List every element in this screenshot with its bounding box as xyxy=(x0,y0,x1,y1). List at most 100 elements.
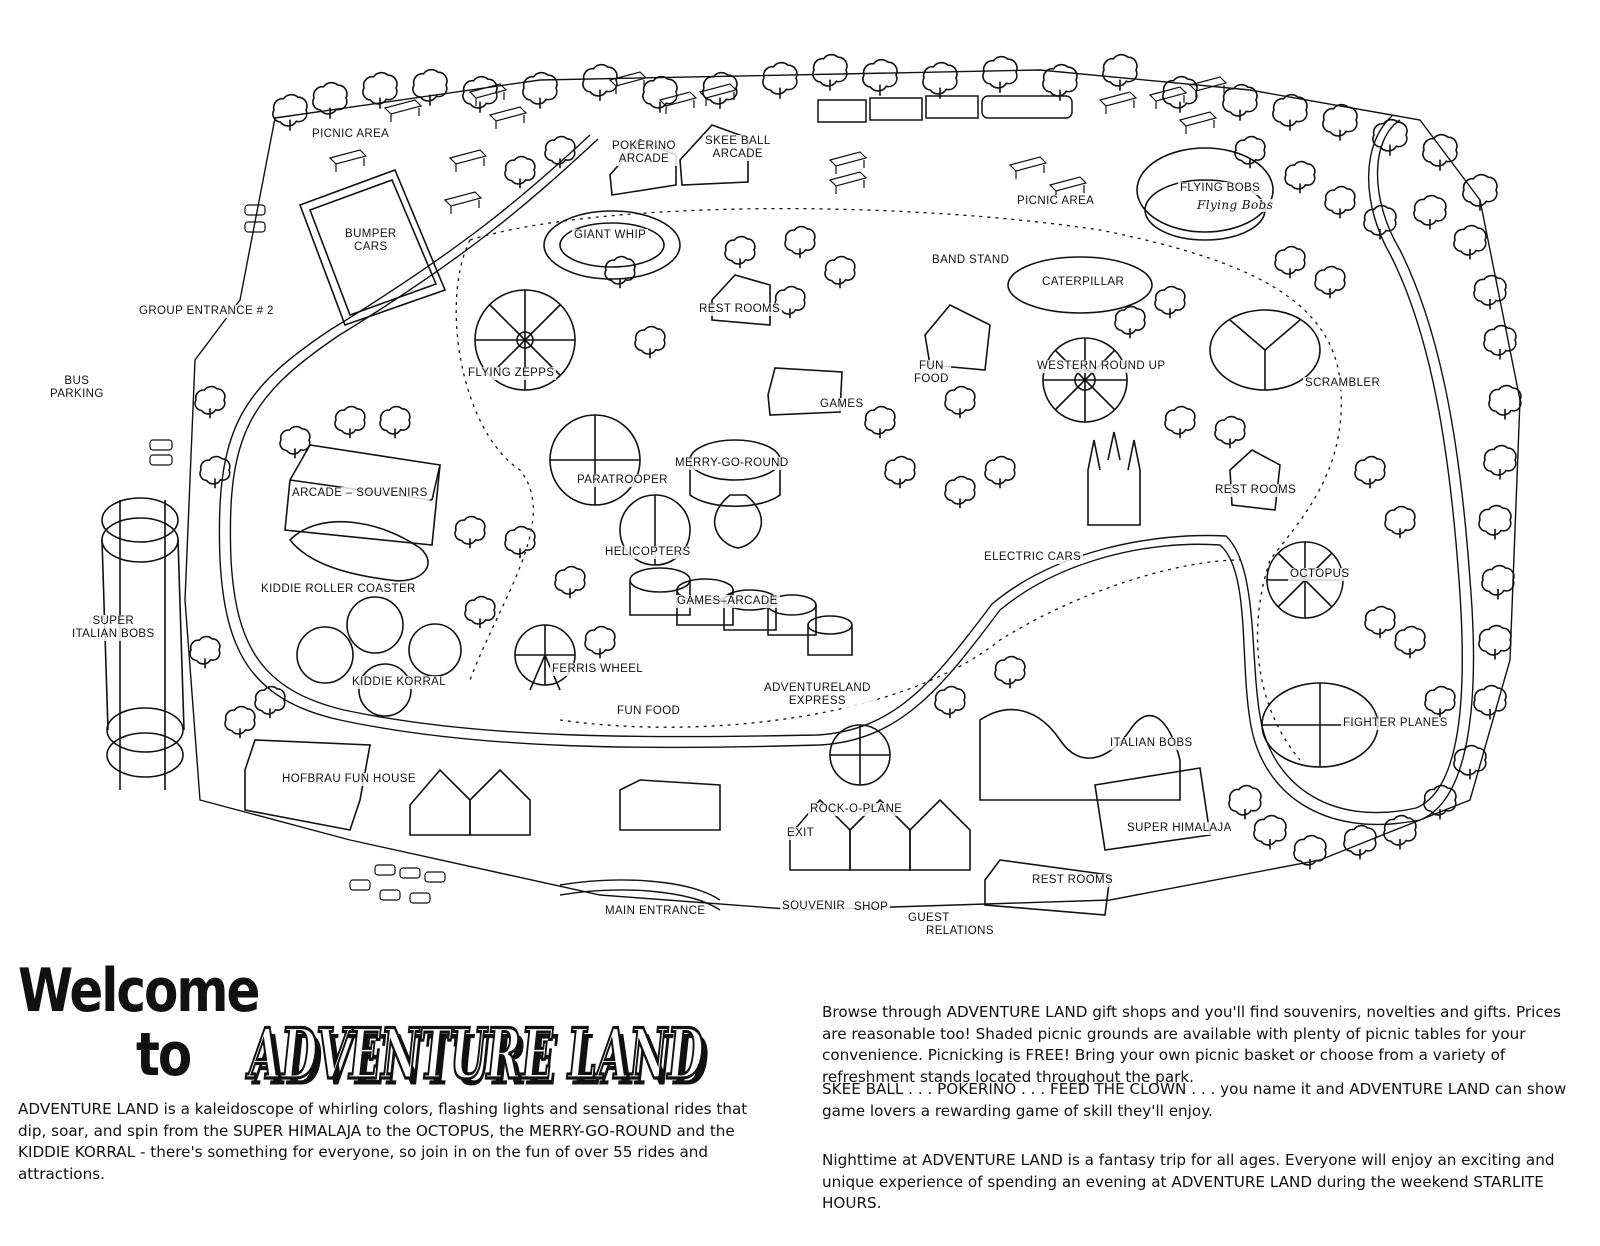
tree-icon xyxy=(812,53,848,91)
label-octopus: OCTOPUS xyxy=(1288,568,1352,581)
tree-icon xyxy=(1462,173,1498,211)
label-picnic-area-east: PICNIC AREA xyxy=(1015,195,1097,208)
tree-icon xyxy=(1322,103,1358,141)
flying-zepps-ride xyxy=(474,289,576,391)
tree-icon xyxy=(1354,455,1386,489)
tree-icon xyxy=(1453,744,1487,780)
tree-icon xyxy=(1214,415,1246,449)
intro-paragraph: ADVENTURE LAND is a kaleidoscope of whir… xyxy=(18,1100,748,1183)
tree-icon xyxy=(1488,384,1522,420)
label-games: GAMES xyxy=(818,398,866,411)
picnic-table-icon xyxy=(608,71,648,94)
tree-icon xyxy=(279,425,311,459)
rest-rooms-north-building xyxy=(711,274,771,326)
tree-icon xyxy=(634,325,666,359)
tree-icon xyxy=(1364,605,1396,639)
tree-icon xyxy=(504,525,536,559)
tree-icon xyxy=(1478,504,1512,540)
tree-icon xyxy=(379,405,411,439)
picnic-table-icon xyxy=(698,83,738,106)
tree-icon xyxy=(642,75,678,113)
label-caterpillar: CATERPILLAR xyxy=(1040,276,1127,289)
label-exit: EXIT xyxy=(785,827,817,840)
label-main-entrance: MAIN ENTRANCE xyxy=(603,905,708,918)
tree-icon xyxy=(1413,194,1447,230)
caterpillar-ride xyxy=(1007,256,1153,314)
games-stand-building xyxy=(767,367,843,416)
tree-icon xyxy=(1042,63,1078,101)
western-round-up-ride xyxy=(1042,337,1128,423)
tree-icon xyxy=(934,685,966,719)
tree-icon xyxy=(1473,274,1507,310)
train-north xyxy=(817,95,1073,123)
tree-icon xyxy=(1272,93,1308,131)
label-fighter-planes: FIGHTER PLANES xyxy=(1341,717,1450,730)
label-band-stand: BAND STAND xyxy=(930,254,1012,267)
tree-icon xyxy=(1102,53,1138,91)
label-electric-cars: ELECTRIC CARS xyxy=(982,551,1084,564)
rock-o-plane-ride xyxy=(829,724,891,786)
label-rock-o-plane: ROCK-O-PLANE xyxy=(808,803,905,816)
picnic-table-icon xyxy=(468,83,508,106)
label-rest-rooms-north: REST ROOMS xyxy=(697,303,783,316)
picnic-table-icon xyxy=(443,191,483,214)
label-arcade-souvenirs: ARCADE – SOUVENIRS xyxy=(290,487,430,500)
tree-icon xyxy=(334,405,366,439)
tree-icon xyxy=(1228,784,1262,820)
hofbrau-fun-house-building xyxy=(244,739,371,831)
merry-go-round-ride xyxy=(689,439,781,508)
tree-icon xyxy=(922,61,958,99)
picnic-table-icon xyxy=(1098,91,1138,114)
tree-icon xyxy=(1343,824,1377,860)
svg-text:ADVENTURE LAND: ADVENTURE LAND xyxy=(249,1020,713,1102)
tree-icon xyxy=(824,255,856,289)
label-flying-zepps: FLYING ZEPPS xyxy=(466,367,557,380)
scattered-trees xyxy=(189,135,1456,739)
label-western-round-up: WESTERN ROUND UP xyxy=(1035,360,1168,373)
italian-bobs-coaster xyxy=(979,708,1181,801)
picnic-table-icon xyxy=(1008,156,1048,179)
tree-icon xyxy=(604,255,636,289)
label-flying-bobs-sign: Flying Bobs xyxy=(1195,198,1276,212)
tree-icon xyxy=(984,455,1016,489)
tree-icon xyxy=(1164,405,1196,439)
park-map xyxy=(101,53,1522,916)
bumper-cars-building xyxy=(298,168,447,327)
tree-icon xyxy=(1481,564,1515,600)
label-games-arcade: GAMES–ARCADE xyxy=(675,595,780,608)
tree-icon xyxy=(464,595,496,629)
label-flying-bobs: FLYING BOBS xyxy=(1178,182,1263,195)
ferris-wheel-ride xyxy=(514,624,576,691)
tree-icon xyxy=(1483,324,1517,360)
label-super-himalaja: SUPER HIMALAJA xyxy=(1125,822,1234,835)
giant-whip-ride xyxy=(543,210,681,280)
games-arcade-domes xyxy=(629,567,853,656)
balloon-ride xyxy=(713,494,763,549)
tree-icon xyxy=(189,635,221,669)
tree-icon xyxy=(272,93,308,131)
tree-icon xyxy=(1253,814,1287,850)
super-himalaja-ride xyxy=(1094,767,1211,851)
tree-icon xyxy=(1473,684,1507,720)
tree-icon xyxy=(944,475,976,509)
picnic-table-icon xyxy=(488,106,528,129)
parking-cars xyxy=(149,204,446,904)
tree-icon xyxy=(504,155,536,189)
tree-icon xyxy=(1314,265,1346,299)
tree-icon xyxy=(1234,135,1266,169)
label-rest-rooms-south: REST ROOMS xyxy=(1030,874,1116,887)
label-kiddie-korral: KIDDIE KORRAL xyxy=(350,676,449,689)
tree-icon xyxy=(1394,625,1426,659)
label-hofbrau-fun-house: HOFBRAU FUN HOUSE xyxy=(280,773,418,786)
picnic-table-icon xyxy=(658,91,698,114)
adventure-land-logo: ADVENTURE LAND ADVENTURE LAND xyxy=(242,1012,713,1102)
main-entrance-steps xyxy=(559,879,721,901)
welcome-heading: Welcome to xyxy=(18,958,260,1087)
picnic-table-icon xyxy=(328,149,368,172)
picnic-table-icon xyxy=(1188,76,1228,99)
paratrooper-ride xyxy=(549,414,641,506)
